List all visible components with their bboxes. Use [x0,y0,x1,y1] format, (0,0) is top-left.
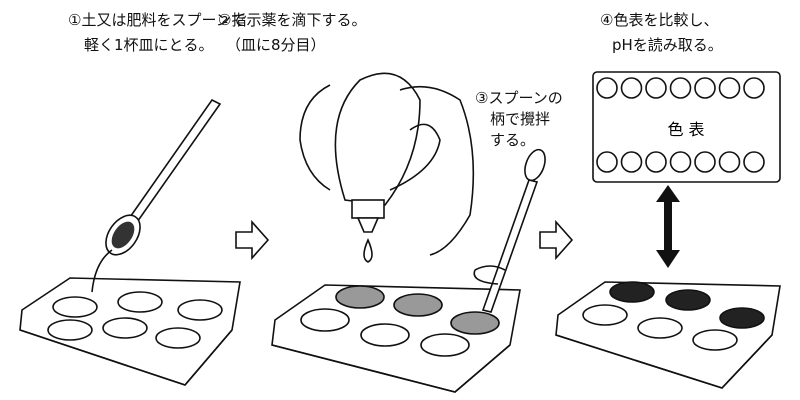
tray-3 [555,281,781,389]
color-swatch [645,77,667,99]
color-swatch [620,151,643,173]
step3-line3: する。 [490,131,536,149]
step3-line2: 柄で攪拌 [490,110,551,128]
arrow-right-icon [235,219,270,261]
step1-line1: ①土又は肥料をスプーンで [68,11,246,29]
tray-1 [19,277,241,386]
dropper-bottle-in-hand [299,72,475,263]
color-swatch [620,77,643,99]
color-swatch [669,77,692,99]
color-swatch [718,151,741,173]
spoon-with-soil [91,98,222,293]
step2-line1: ②指示薬を滴下する。 [218,11,367,29]
rotate-arrow-icon [473,265,506,285]
step1-line2: 軽く1杯皿にとる。 [84,36,214,54]
double-arrow-icon [656,185,680,268]
color-swatch [694,77,716,99]
step4-line1: ④色表を比較し、 [600,11,719,29]
stirring-spoon [473,148,546,313]
color-swatch [743,151,765,173]
color-chart: 色 表 [592,71,781,183]
step2-line2: （皿に8分目） [226,36,326,54]
step4-line2: pHを読み取る。 [612,36,723,54]
color-swatch [596,151,618,173]
color-chart-label: 色 表 [667,120,704,139]
step3-line1: ③スプーンの [475,89,563,107]
arrow-right-icon [539,219,574,261]
color-swatch [743,77,765,99]
color-swatch [645,151,667,173]
color-swatch [718,77,741,99]
color-swatch [669,151,692,173]
color-swatch [596,77,618,99]
tray-2 [271,284,521,393]
color-swatch [694,151,716,173]
